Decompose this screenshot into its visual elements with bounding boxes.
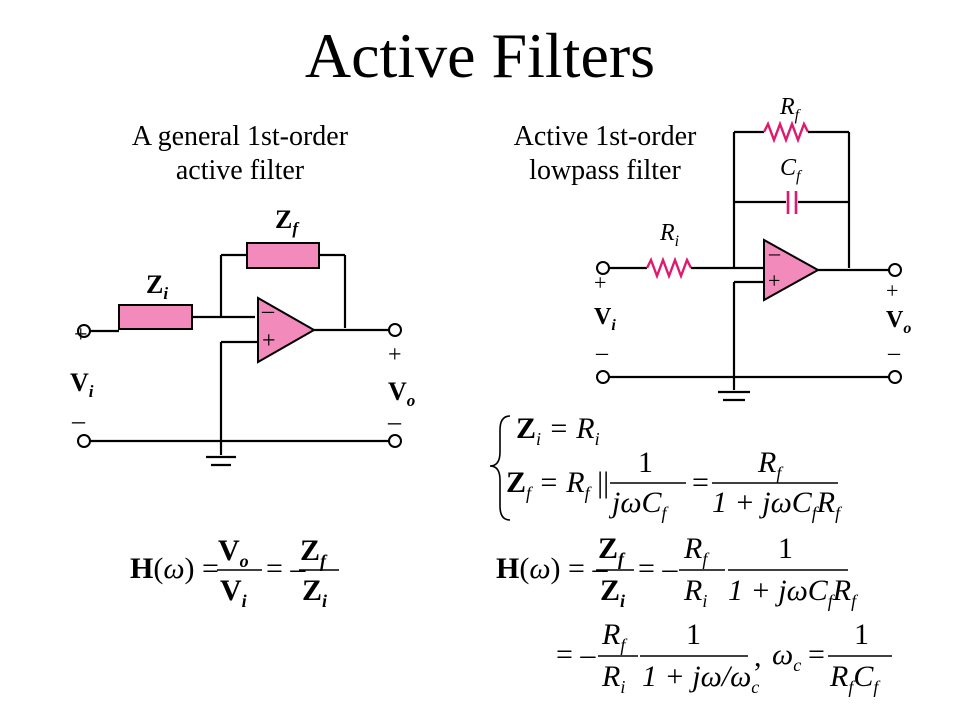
zi-equation: Zi = Ri [516, 412, 600, 449]
right-caption: Active 1st-order lowpass filter [470, 120, 740, 188]
lp-opamp-minus-label: – [769, 240, 780, 265]
vo-plus-terminal [388, 323, 402, 337]
wc-comma: , [754, 640, 762, 673]
opamp-minus-label: – [262, 298, 274, 324]
left-caption-line-1: A general 1st-order [131, 121, 349, 152]
lp-vi-label: Vi [594, 304, 616, 334]
left-caption: A general 1st-order active filter [90, 120, 390, 188]
vo-minus-terminal [388, 434, 402, 448]
h-right-one: 1 [778, 532, 793, 565]
h-left-eq-neg: = – [266, 552, 306, 585]
wc-one2: 1 [854, 618, 869, 651]
zf-frac1-num: 1 [638, 446, 653, 479]
h-right-eq-neg: = – [638, 552, 678, 585]
zf-impedance-box [246, 242, 320, 269]
right-caption-line-1: Active 1st-order [513, 121, 697, 152]
wc-rf: Rf [602, 618, 626, 655]
zi-label: Zi [146, 270, 169, 304]
zf-label: Zf [275, 205, 299, 239]
h-right-lhs: H(ω) = – [496, 552, 608, 585]
ri-resistor [645, 256, 693, 280]
lowpass-opamp [763, 238, 821, 302]
h-left-zf: Zf [300, 534, 327, 571]
wc-one: 1 [686, 618, 701, 651]
ground-icon [206, 455, 236, 467]
h-left-zi: Zi [302, 574, 328, 611]
rf-label: Rf [780, 94, 800, 124]
vi-plus-sign: + [74, 322, 88, 348]
h-right-zi: Zi [600, 574, 626, 611]
vo-plus-sign: + [388, 342, 402, 368]
vi-minus-sign: – [72, 406, 85, 435]
lp-vo-plus-sign: + [886, 278, 899, 303]
zf-frac1-den: jωCf [612, 486, 667, 523]
general-opamp [257, 296, 317, 364]
lp-vo-minus-sign: – [888, 340, 900, 366]
vi-label: Vi [70, 368, 94, 402]
lp-vo-plus-terminal [888, 263, 902, 277]
system-brace [489, 415, 511, 521]
slide-title: Active Filters [304, 20, 656, 91]
wc-ri: Ri [602, 660, 626, 697]
h-left-vi: Vi [220, 574, 247, 611]
h-right-rf: Rf [684, 532, 708, 569]
h-right-den: 1 + jωCfRf [728, 574, 857, 611]
lp-vo-label: Vo [886, 307, 912, 337]
right-caption-line-2: lowpass filter [529, 155, 681, 186]
cf-label: Cf [780, 155, 801, 185]
lp-vo-minus-terminal [888, 370, 902, 384]
wc-eq-neg: = – [556, 638, 596, 671]
lp-opamp-plus-label: + [768, 268, 781, 293]
lp-vi-minus-sign: – [596, 340, 608, 366]
zf-frac2-num: Rf [758, 446, 782, 483]
h-right-ri: Ri [684, 574, 708, 611]
lp-ground-icon [718, 390, 750, 402]
vo-minus-sign: – [388, 407, 401, 436]
zf-equals: = [692, 466, 709, 499]
wc-symbol: ωc [772, 638, 802, 675]
left-caption-line-2: active filter [175, 155, 305, 186]
h-left-lhs: H(ω) = [130, 552, 219, 585]
h-right-zf: Zf [598, 532, 625, 569]
zf-frac2-den: 1 + jωCfRf [712, 486, 841, 523]
zf-equation-lhs: Zf = Rf || [506, 466, 610, 503]
rf-resistor [762, 120, 810, 144]
zi-impedance-box [118, 304, 193, 330]
lp-vi-plus-sign: + [594, 270, 607, 295]
h-left-vo: Vo [218, 534, 249, 571]
vo-label: Vo [388, 377, 416, 411]
wc-equals: = [808, 638, 825, 671]
wc-den2: RfCf [830, 660, 879, 697]
wc-den: 1 + jω/ωc [642, 660, 760, 697]
ri-label: Ri [660, 220, 680, 250]
opamp-plus-label: + [262, 328, 276, 354]
